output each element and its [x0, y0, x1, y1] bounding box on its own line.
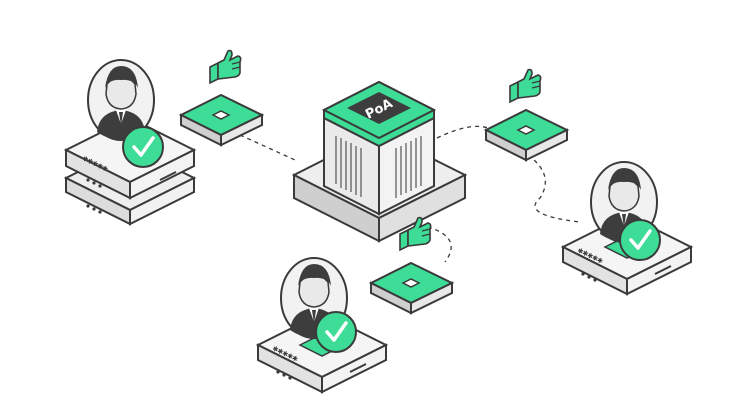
validator-node-bottom-center: ✱✱✱✱✱	[255, 257, 389, 394]
connector-left	[239, 134, 296, 161]
thumbs-up-icon	[399, 216, 432, 252]
chip-tile-left	[178, 93, 265, 147]
checkmark-icon	[122, 126, 164, 168]
connector-right	[436, 125, 489, 139]
thumbs-up-icon	[209, 49, 242, 85]
connector-lines	[239, 125, 581, 263]
chip-tile-bottom	[368, 261, 455, 315]
validator-node-right: ✱✱✱✱✱	[560, 161, 694, 296]
central-poa-node: PoA	[291, 80, 468, 243]
connector-bottom	[419, 224, 452, 263]
connector-right-down	[527, 154, 581, 223]
validator-node-top-left: ✱✱✱✱✱	[63, 59, 197, 226]
chip-tile-right	[483, 108, 570, 162]
checkmark-icon	[619, 219, 661, 261]
thumbs-up-icon	[509, 68, 542, 104]
checkmark-icon	[315, 311, 357, 353]
poa-label-plate	[347, 92, 411, 124]
